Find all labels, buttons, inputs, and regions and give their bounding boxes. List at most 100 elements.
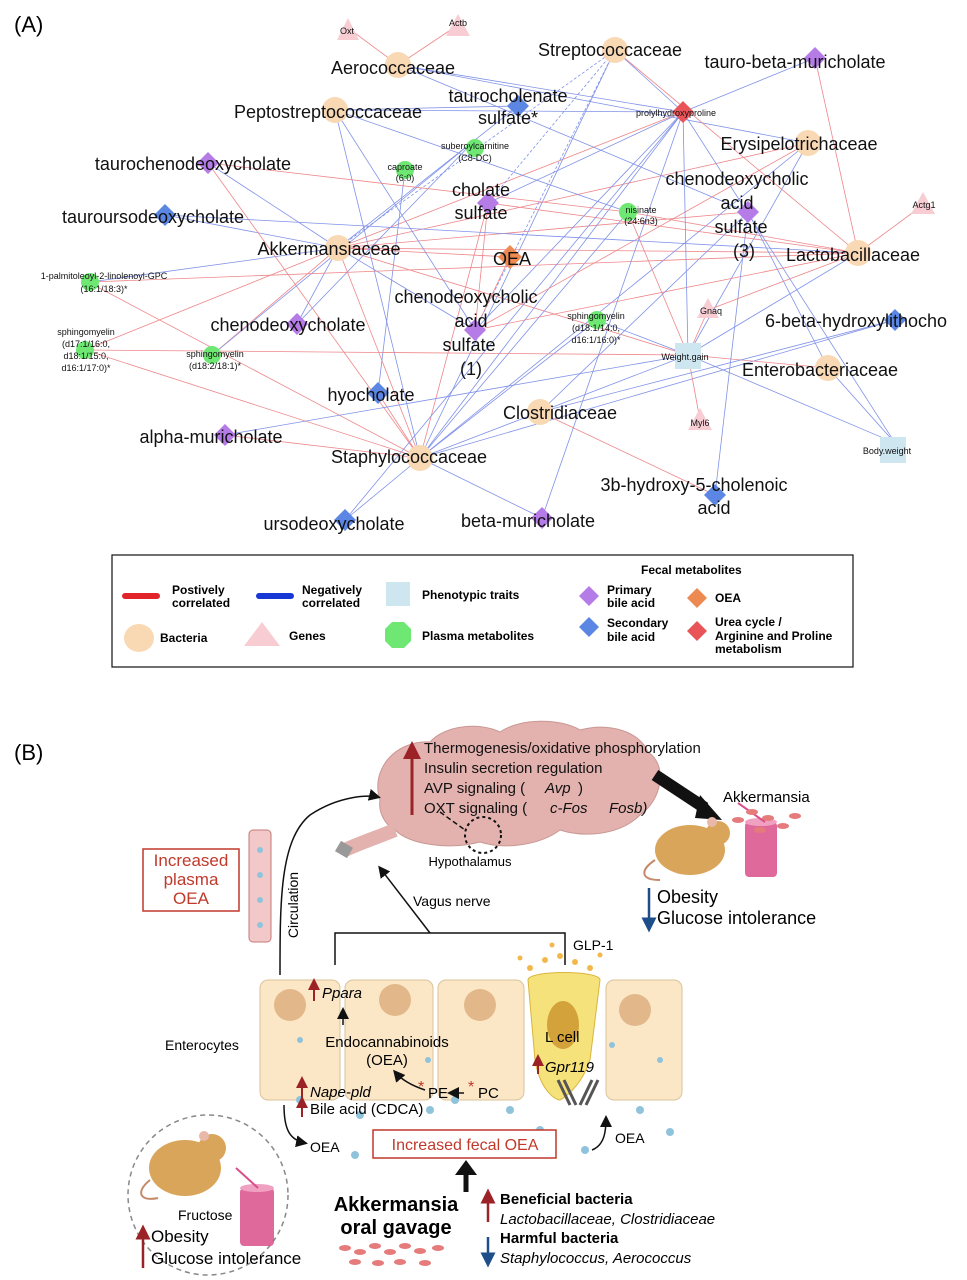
node-lactobacillaceae[interactable] (845, 240, 871, 266)
node-cholate-sulfate[interactable] (477, 192, 499, 214)
legend-pos-2: correlated (172, 596, 230, 610)
mouse-right[interactable] (643, 802, 777, 881)
node-enterobacteriaceae[interactable] (815, 355, 841, 381)
node-actb[interactable] (446, 14, 470, 36)
phenotype-nodes (675, 343, 906, 463)
gavage-pills (339, 1243, 444, 1266)
node-tauroursodeoxycholate[interactable] (154, 204, 176, 226)
node-aerococcaceae[interactable] (385, 52, 411, 78)
label-aerococcaceae: Aerococcaceae (331, 58, 455, 78)
node-cdca-sulfate-3[interactable] (737, 201, 759, 223)
fructose-label: Fructose (178, 1207, 233, 1223)
node-alpha-muricholate[interactable] (214, 424, 236, 446)
network-edges (84, 24, 924, 521)
increased-plasma-box (142, 848, 240, 912)
node-cdca-sulfate-1[interactable] (464, 319, 486, 341)
node-ursodeoxycholate[interactable] (334, 509, 356, 531)
label-caproate-2: (6:0) (396, 173, 415, 183)
increased-plasma-1: Increased (154, 851, 229, 870)
label-cdca3-2: acid (720, 193, 753, 213)
legend-secondary-swatch (579, 617, 599, 637)
vessel-cells (257, 847, 263, 928)
node-labels: Oxt Actb Aerococcaceae Streptococcaceae … (41, 18, 947, 534)
node-myl6[interactable] (688, 408, 712, 430)
label-suberoylcarnitine-2: (C8-DC) (458, 153, 492, 163)
increased-fecal-box (372, 1129, 557, 1159)
beneficial-list: Lactobacillaceae, Clostridiaceae (500, 1211, 715, 1228)
glucose-left: Glucose intolerance (151, 1249, 301, 1268)
circulation-arrow (279, 789, 381, 976)
bacteria-nodes (322, 37, 871, 471)
legend-pos-1: Postively (172, 583, 225, 597)
node-akkermansiaceae[interactable] (325, 235, 351, 261)
brain-line-4b: c-Fos (550, 800, 588, 817)
node-gnaq[interactable] (697, 298, 719, 318)
gavage-1: Akkermansia (334, 1194, 459, 1216)
brain-line-2: Insulin secretion regulation (424, 760, 602, 777)
legend-urea-2: Arginine and Proline (715, 629, 833, 643)
node-sphingomyelin-c[interactable] (203, 346, 221, 364)
node-clostridiaceae[interactable] (527, 399, 553, 425)
oea-right-arrow (591, 1115, 612, 1151)
label-cholate-sulfate-2: sulfate (454, 203, 507, 223)
legend-urea-swatch (687, 621, 707, 641)
label-cdca1-2: acid (454, 311, 487, 331)
brain-stem (341, 823, 398, 857)
brain-text: Thermogenesis/oxidative phosphorylation … (424, 740, 701, 817)
node-prolylhydroxyproline[interactable] (672, 101, 694, 123)
label-oea: OEA (493, 249, 531, 269)
legend-fecal-header: Fecal metabolites (641, 563, 742, 577)
brain-to-mouse-arrowhead (695, 795, 722, 820)
node-weight-gain[interactable] (675, 343, 701, 369)
node-staphylococcaceae[interactable] (407, 445, 433, 471)
node-sphingomyelin-b[interactable] (76, 341, 94, 359)
brain-line-3a: AVP signaling ( (424, 780, 525, 797)
drink-glass-left (240, 1188, 274, 1246)
vagus-label: Vagus nerve (413, 893, 491, 909)
node-oea[interactable] (498, 245, 522, 269)
label-cdca3-1: chenodeoxycholic (665, 169, 808, 189)
drink-glass-right (745, 822, 777, 877)
gavage-arrowhead (455, 1160, 477, 1175)
node-actg1[interactable] (911, 192, 935, 214)
brain-to-mouse-arrow (651, 769, 709, 814)
legend-positive-swatch (122, 593, 160, 599)
receptor-icons (556, 1079, 600, 1106)
mouse-left[interactable] (140, 1131, 274, 1246)
node-body-weight[interactable] (880, 437, 906, 463)
label-sm-a-3: d16:1/16:0)* (571, 335, 621, 345)
node-erysipelotrichaceae[interactable] (795, 130, 821, 156)
l-cell-label: L cell (545, 1029, 579, 1046)
pe-to-oea-arrow (393, 1069, 426, 1091)
node-beta-muricholate[interactable] (531, 507, 553, 529)
node-taurochenodeoxycholate[interactable] (197, 152, 219, 174)
legend-bacteria-swatch (124, 624, 154, 652)
label-taurochenodeoxycholate: taurochenodeoxycholate (95, 154, 291, 174)
node-hydroxy-cholenoic[interactable] (704, 484, 726, 506)
node-streptococcaceae[interactable] (602, 37, 628, 63)
pc-star: * (468, 1079, 474, 1096)
node-palmitoleoyl-gpc[interactable] (81, 273, 99, 291)
brain-line-4c: Fosb) (609, 800, 647, 817)
label-cdca1-3: sulfate (442, 335, 495, 355)
node-hyocholate[interactable] (367, 382, 389, 404)
harmful-label: Harmful bacteria (500, 1230, 619, 1247)
node-six-beta[interactable] (884, 309, 906, 331)
fructose-group-circle (127, 1114, 289, 1276)
obesity-right: Obesity (657, 887, 718, 907)
node-taurocholenate-sulfate[interactable] (507, 95, 529, 117)
node-suberoylcarnitine[interactable] (466, 139, 484, 157)
brain-dashed-arrow (439, 811, 466, 831)
node-oxt[interactable] (337, 18, 359, 40)
node-caproate[interactable] (396, 161, 414, 179)
node-peptostreptococcaceae[interactable] (322, 97, 348, 123)
glp1-label: GLP-1 (573, 937, 614, 953)
label-hydroxy-cholenoic-1: 3b-hydroxy-5-cholenoic (600, 475, 787, 495)
node-sphingomyelin-a[interactable] (588, 311, 606, 329)
node-chenodeoxycholate[interactable] (286, 313, 308, 335)
node-tauro-beta-muricholate[interactable] (804, 47, 826, 69)
legend-plasma-swatch (385, 622, 411, 648)
node-nisinate[interactable] (619, 203, 637, 221)
label-caproate-1: caproate (387, 162, 422, 172)
legend-oea-swatch (687, 588, 707, 608)
